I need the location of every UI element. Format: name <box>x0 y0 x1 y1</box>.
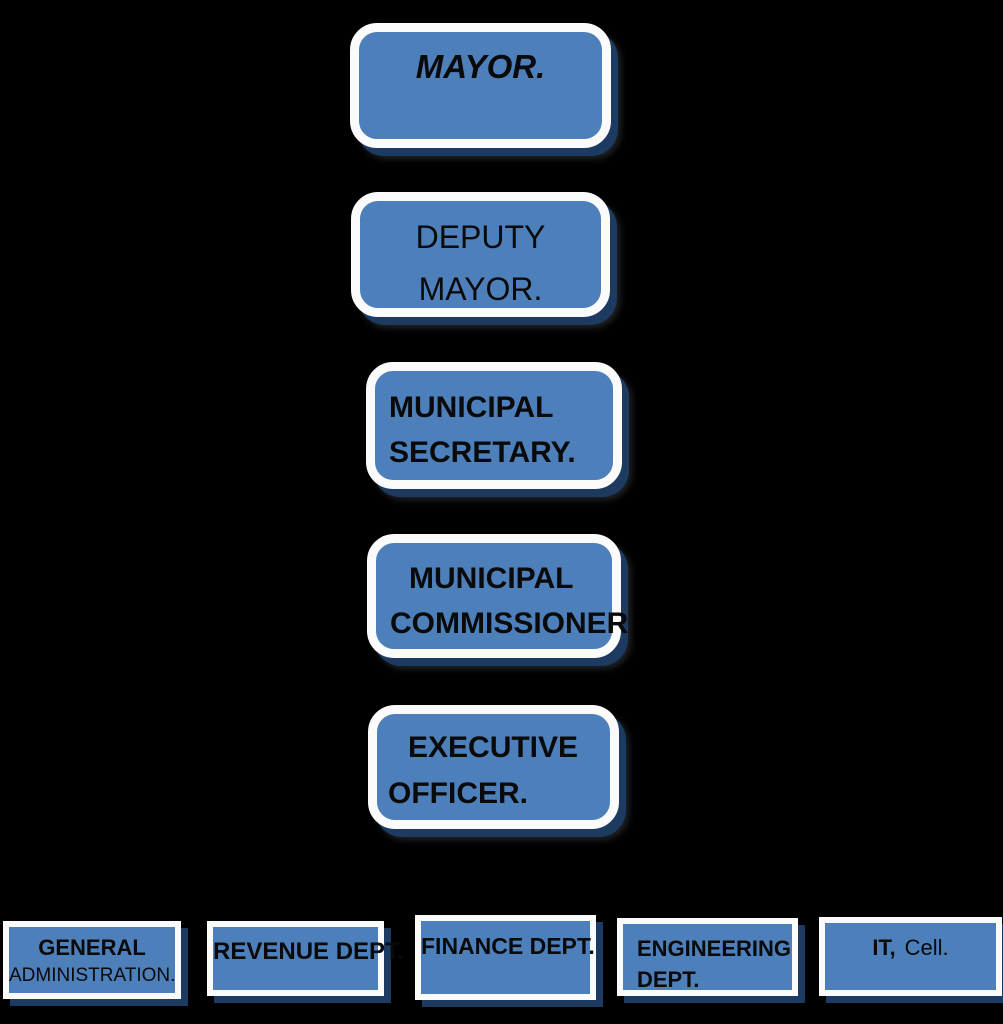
connector-mayor-deputy <box>479 147 481 195</box>
connector-executive-trunk <box>483 829 485 880</box>
node-mayor-label: MAYOR. <box>415 48 546 85</box>
arrowhead-general-icon <box>72 912 86 922</box>
connector-commissioner-executive <box>482 658 484 705</box>
node-mayor: MAYOR. <box>350 23 611 148</box>
arrowhead-it-icon <box>903 909 917 919</box>
arrowhead-executive-icon <box>476 698 490 708</box>
node-engineering-dept: ENGINEERING DEPT. <box>617 918 798 996</box>
node-municipal-commissioner: MUNICIPAL COMMISSIONER <box>367 534 629 658</box>
connector-drop-it <box>910 879 912 914</box>
connector-distribution-bar <box>79 879 911 881</box>
arrowhead-secretary-icon <box>475 355 489 365</box>
arrowhead-engineering-icon <box>695 909 709 919</box>
connector-drop-finance <box>505 879 507 912</box>
node-general-administration-label: GENERAL ADMINISTRATION. <box>9 935 176 986</box>
connector-stub-commissioner <box>482 650 485 666</box>
node-it-cell: IT,Cell. <box>819 917 1002 996</box>
node-general-administration: GENERAL ADMINISTRATION. <box>3 921 181 999</box>
arrowhead-commissioner-icon <box>476 527 490 537</box>
connector-drop-revenue <box>322 879 324 918</box>
connector-drop-engineering <box>702 879 704 914</box>
connector-stub-executive <box>482 821 485 837</box>
node-municipal-commissioner-label: MUNICIPAL COMMISSIONER <box>390 562 629 640</box>
node-municipal-secretary: MUNICIPAL SECRETARY. <box>366 362 622 489</box>
node-finance-dept: FINANCE DEPT. <box>415 915 596 1000</box>
node-engineering-dept-label: ENGINEERING DEPT. <box>637 936 792 992</box>
arrowhead-finance-icon <box>498 907 512 917</box>
node-deputy-mayor-label: DEPUTY MAYOR. <box>415 219 546 307</box>
node-executive-officer: EXECUTIVE OFFICER. <box>368 705 619 829</box>
connector-deputy-secretary <box>482 317 484 362</box>
connector-drop-general <box>79 879 81 918</box>
connector-secretary-commissioner <box>482 489 484 534</box>
node-deputy-mayor: DEPUTY MAYOR. <box>351 192 610 317</box>
arrowhead-deputy-icon <box>476 185 490 195</box>
node-municipal-secretary-label: MUNICIPAL SECRETARY. <box>389 391 576 469</box>
node-it-cell-label: IT,Cell. <box>872 935 949 960</box>
node-executive-officer-label: EXECUTIVE OFFICER. <box>388 731 579 810</box>
node-revenue-dept-label: REVENUE DEPT. <box>213 938 404 965</box>
connector-stub-deputy <box>481 309 484 325</box>
connector-stub-secretary <box>481 481 484 497</box>
node-revenue-dept: REVENUE DEPT. <box>207 921 404 996</box>
node-finance-dept-label: FINANCE DEPT. <box>421 933 595 959</box>
arrowhead-revenue-icon <box>315 912 329 922</box>
